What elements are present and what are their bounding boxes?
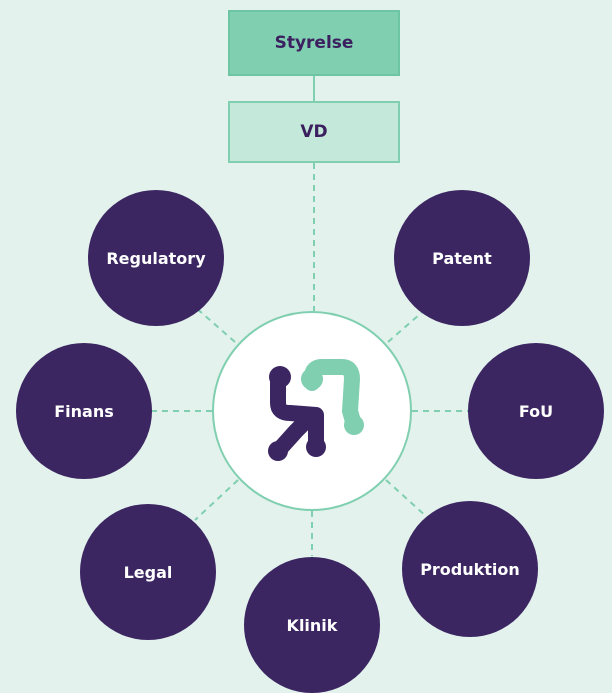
department-klinik: Klinik (244, 557, 380, 693)
department-label: Regulatory (106, 248, 206, 268)
ceo-label: VD (300, 122, 328, 142)
company-logo-icon (268, 359, 364, 461)
board-box: Styrelse (228, 10, 400, 76)
hub-circle (212, 311, 412, 511)
department-label: Finans (54, 401, 114, 421)
department-label: Legal (123, 562, 173, 582)
hub-legal-connector (194, 479, 239, 521)
department-produktion: Produktion (402, 501, 538, 637)
hub-regulatory-connector (194, 306, 236, 343)
department-patent: Patent (394, 190, 530, 326)
department-label: FoU (518, 401, 554, 421)
department-label: Patent (432, 248, 492, 268)
ceo-box: VD (228, 101, 400, 163)
department-legal: Legal (80, 504, 216, 640)
board-label: Styrelse (274, 33, 354, 53)
hub-produktion-connector (385, 479, 429, 519)
department-fou: FoU (468, 343, 604, 479)
department-regulatory: Regulatory (88, 190, 224, 326)
department-label: Produktion (420, 559, 520, 579)
department-label: Klinik (286, 615, 338, 635)
department-finans: Finans (16, 343, 152, 479)
